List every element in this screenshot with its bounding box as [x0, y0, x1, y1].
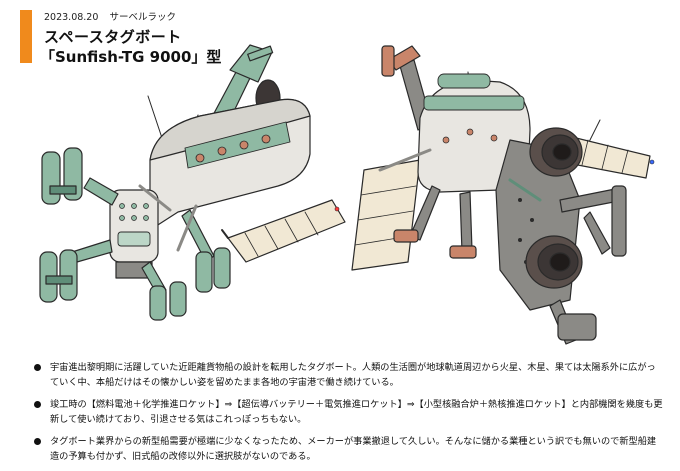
engine-nozzle-upper — [529, 127, 583, 177]
note-text: 竣工時の【燃料電池＋化学推進ロケット】⇒【超伝導バッテリー＋電気推進ロケット】⇒… — [50, 399, 663, 425]
note-item: 竣工時の【燃料電池＋化学推進ロケット】⇒【超伝導バッテリー＋電気推進ロケット】⇒… — [34, 397, 664, 427]
bullet-icon — [34, 438, 41, 445]
solar-panel — [351, 159, 421, 271]
spaceship-illustration — [39, 44, 655, 345]
author-name: サーベルラック — [109, 12, 176, 23]
description-list: 宇宙進出黎明期に活躍していた近距離貨物船の設計を転用したタグボート。人類の生活圏… — [34, 360, 664, 471]
solar-panel — [227, 199, 346, 263]
note-item: 宇宙進出黎明期に活躍していた近距離貨物船の設計を転用したタグボート。人類の生活圏… — [34, 360, 664, 390]
note-text: タグボート業界からの新型船需要が極端に少なくなったため、メーカーが事業撤退して久… — [50, 436, 657, 462]
tugboat-rear-view — [351, 45, 655, 345]
tugboat-front-view — [39, 44, 346, 321]
note-item: タグボート業界からの新型船需要が極端に少なくなったため、メーカーが事業撤退して久… — [34, 434, 664, 464]
note-text: 宇宙進出黎明期に活躍していた近距離貨物船の設計を転用したタグボート。人類の生活圏… — [50, 362, 656, 388]
page-title: スペースタグボート — [44, 28, 182, 46]
engine-nozzle-lower — [525, 235, 583, 289]
title-accent-bar — [20, 10, 32, 63]
model-name: 「Sunfish-TG 9000」型 — [40, 48, 222, 66]
bullet-icon — [34, 401, 41, 408]
date-line: 2023.08.20 サーベルラック — [44, 9, 176, 23]
post-date: 2023.08.20 — [44, 12, 99, 23]
bullet-icon — [34, 364, 41, 371]
